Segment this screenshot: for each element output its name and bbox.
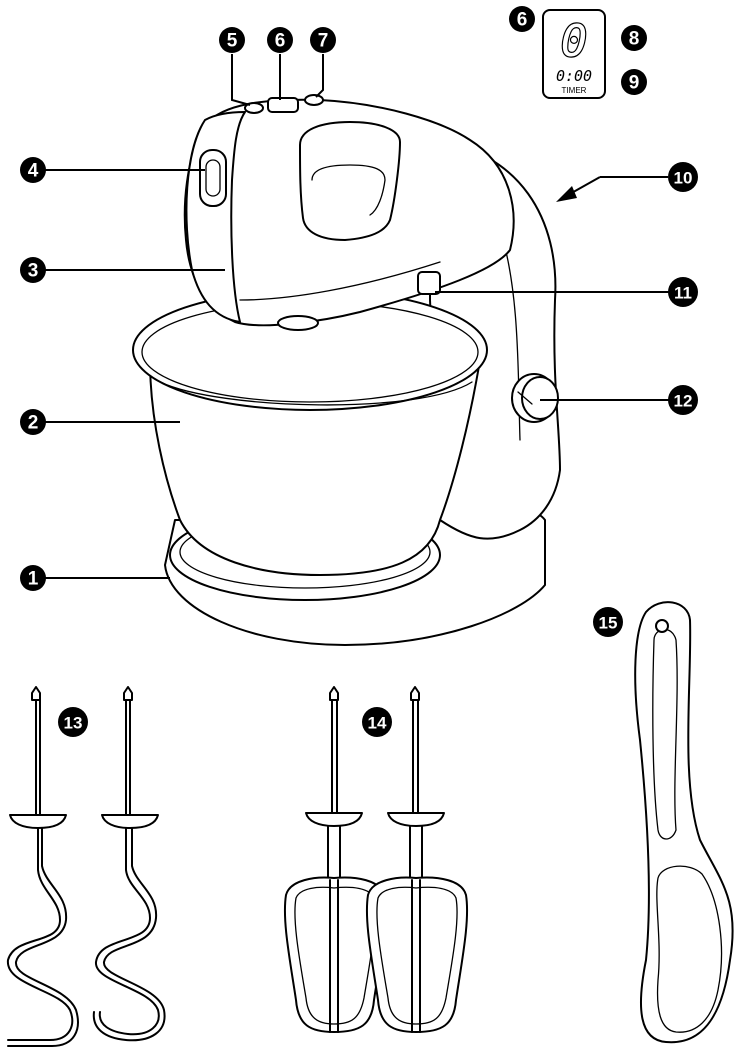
callout-9: 9 <box>621 69 647 95</box>
callout-12: 12 <box>668 385 698 415</box>
timer-display: 0 0:00 TIMER <box>543 10 605 98</box>
svg-text:9: 9 <box>629 73 640 94</box>
beaters <box>285 687 467 1032</box>
callout-13: 13 <box>58 707 88 737</box>
svg-text:6: 6 <box>275 31 286 52</box>
callout-11: 11 <box>668 277 698 307</box>
eject-button[interactable] <box>200 150 226 206</box>
dough-hook-right <box>94 687 165 1040</box>
timer-display-label: TIMER <box>562 86 587 95</box>
callout-5: 5 <box>219 27 245 53</box>
beater-right <box>367 687 467 1032</box>
speed-dial[interactable] <box>512 374 558 422</box>
svg-text:7: 7 <box>318 31 329 52</box>
arrowhead-icon <box>556 186 577 202</box>
spatula <box>635 602 732 1042</box>
svg-text:14: 14 <box>368 714 387 733</box>
callout-2: 2 <box>20 409 46 435</box>
callout-4: 4 <box>20 157 46 183</box>
dough-hooks <box>8 687 165 1046</box>
tilt-release-button[interactable] <box>418 272 440 294</box>
callout-15: 15 <box>593 607 623 637</box>
svg-text:8: 8 <box>629 29 640 50</box>
callout-3: 3 <box>20 257 46 283</box>
callout-6: 6 <box>267 27 293 53</box>
svg-text:5: 5 <box>227 31 238 52</box>
svg-text:2: 2 <box>28 413 39 434</box>
beater-left <box>285 687 385 1032</box>
svg-text:13: 13 <box>64 714 83 733</box>
svg-text:10: 10 <box>674 169 693 188</box>
callout-14: 14 <box>362 707 392 737</box>
svg-text:6: 6 <box>517 10 528 31</box>
callout-6-display: 6 <box>509 6 535 32</box>
timer-display-time: 0:00 <box>556 67 592 85</box>
svg-text:12: 12 <box>674 392 693 411</box>
callout-10: 10 <box>668 162 698 192</box>
callout-7: 7 <box>310 27 336 53</box>
svg-text:11: 11 <box>674 284 692 303</box>
svg-text:15: 15 <box>599 614 618 633</box>
callout-8: 8 <box>621 25 647 51</box>
spatula-hanging-hole <box>656 620 668 632</box>
svg-text:4: 4 <box>28 161 39 182</box>
svg-text:3: 3 <box>28 261 39 282</box>
dough-hook-left <box>8 687 78 1046</box>
callout-1: 1 <box>20 565 46 591</box>
timer-screen-slot <box>268 98 298 112</box>
speed-control-right[interactable] <box>305 95 323 105</box>
svg-text:1: 1 <box>28 569 39 590</box>
timer-display-digit: 0 <box>561 16 588 67</box>
